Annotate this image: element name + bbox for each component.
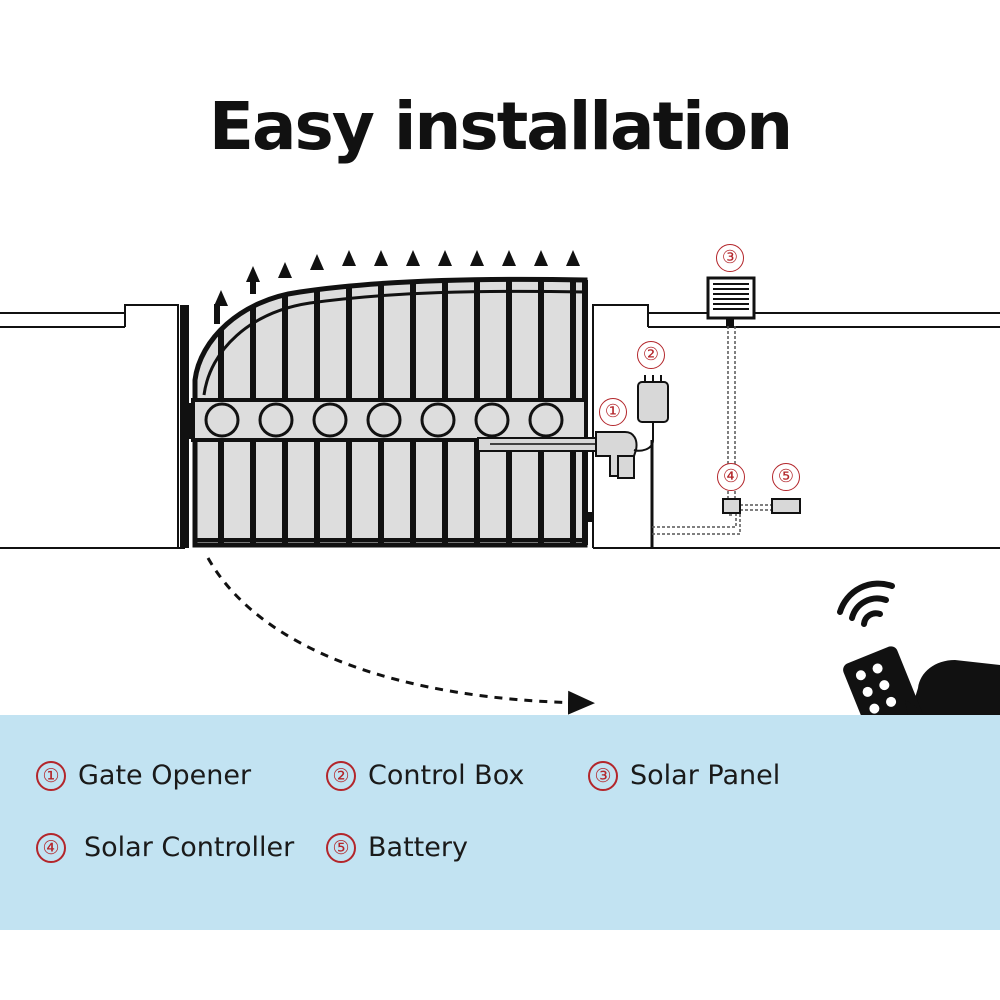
solar-wiring [652, 326, 772, 535]
legend-label: Solar Controller [84, 832, 295, 863]
legend-label: Battery [368, 832, 468, 863]
legend-item-gate-opener: ① Gate Opener [36, 760, 251, 791]
dashed-arrow-icon [206, 557, 595, 715]
legend-number: ④ [36, 832, 66, 863]
right-wall [592, 304, 1000, 549]
legend-item-battery: ⑤ Battery [326, 832, 468, 863]
wireless-signal-icon [837, 580, 895, 627]
legend-number: ⑤ [326, 832, 356, 863]
legend-label: Solar Panel [630, 760, 781, 791]
gate [191, 250, 588, 548]
battery [771, 498, 801, 514]
callout-gate-opener: ① [599, 398, 627, 426]
control-box [633, 375, 669, 548]
legend-item-solar-controller: ④ Solar Controller [36, 832, 294, 863]
gate-post [180, 305, 194, 548]
callout-solar-panel: ③ [716, 244, 744, 272]
page-title: Easy installation [208, 88, 793, 165]
legend-panel: ① Gate Opener ② Control Box ③ Solar Pane… [0, 715, 1000, 930]
legend-number: ② [326, 760, 356, 791]
legend-label: Gate Opener [78, 760, 252, 791]
solar-panel [706, 276, 756, 326]
left-wall [0, 304, 185, 549]
legend-number: ① [36, 760, 66, 791]
callout-solar-controller: ④ [717, 463, 745, 491]
legend-label: Control Box [368, 760, 525, 791]
legend-item-solar-panel: ③ Solar Panel [588, 760, 780, 791]
legend-item-control-box: ② Control Box [326, 760, 524, 791]
gate-opener [477, 431, 638, 522]
callout-control-box: ② [637, 341, 665, 369]
callout-battery: ⑤ [772, 463, 800, 491]
solar-controller [722, 498, 741, 514]
legend-number: ③ [588, 760, 618, 791]
